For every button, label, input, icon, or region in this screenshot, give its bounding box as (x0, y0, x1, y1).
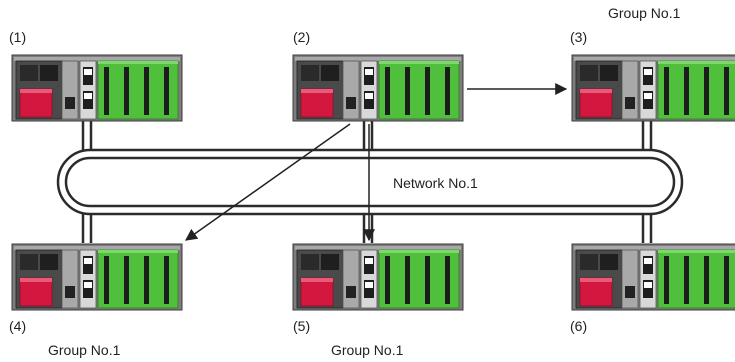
plc-station-6 (571, 243, 735, 311)
plc-station-4 (11, 243, 183, 311)
arrow-to-station-4 (185, 123, 351, 241)
network-ring-inner (64, 156, 676, 208)
station-4-group: Group No.1 (48, 342, 121, 358)
plc-station-3 (571, 54, 735, 122)
station-5-group: Group No.1 (331, 342, 404, 358)
network-ring-outer (56, 148, 684, 216)
plc-station-2 (292, 54, 464, 122)
station-4-number: (4) (9, 318, 26, 334)
station-6-number: (6) (570, 318, 587, 334)
network-label: Network No.1 (393, 175, 478, 191)
station-3-group: Group No.1 (608, 5, 681, 21)
station-2-number: (2) (293, 29, 310, 45)
drop-cables (81, 118, 653, 243)
plc-station-1 (11, 54, 183, 122)
plc-station-5 (292, 243, 464, 311)
station-1-number: (1) (9, 29, 26, 45)
station-3-number: (3) (570, 29, 587, 45)
station-5-number: (5) (293, 318, 310, 334)
